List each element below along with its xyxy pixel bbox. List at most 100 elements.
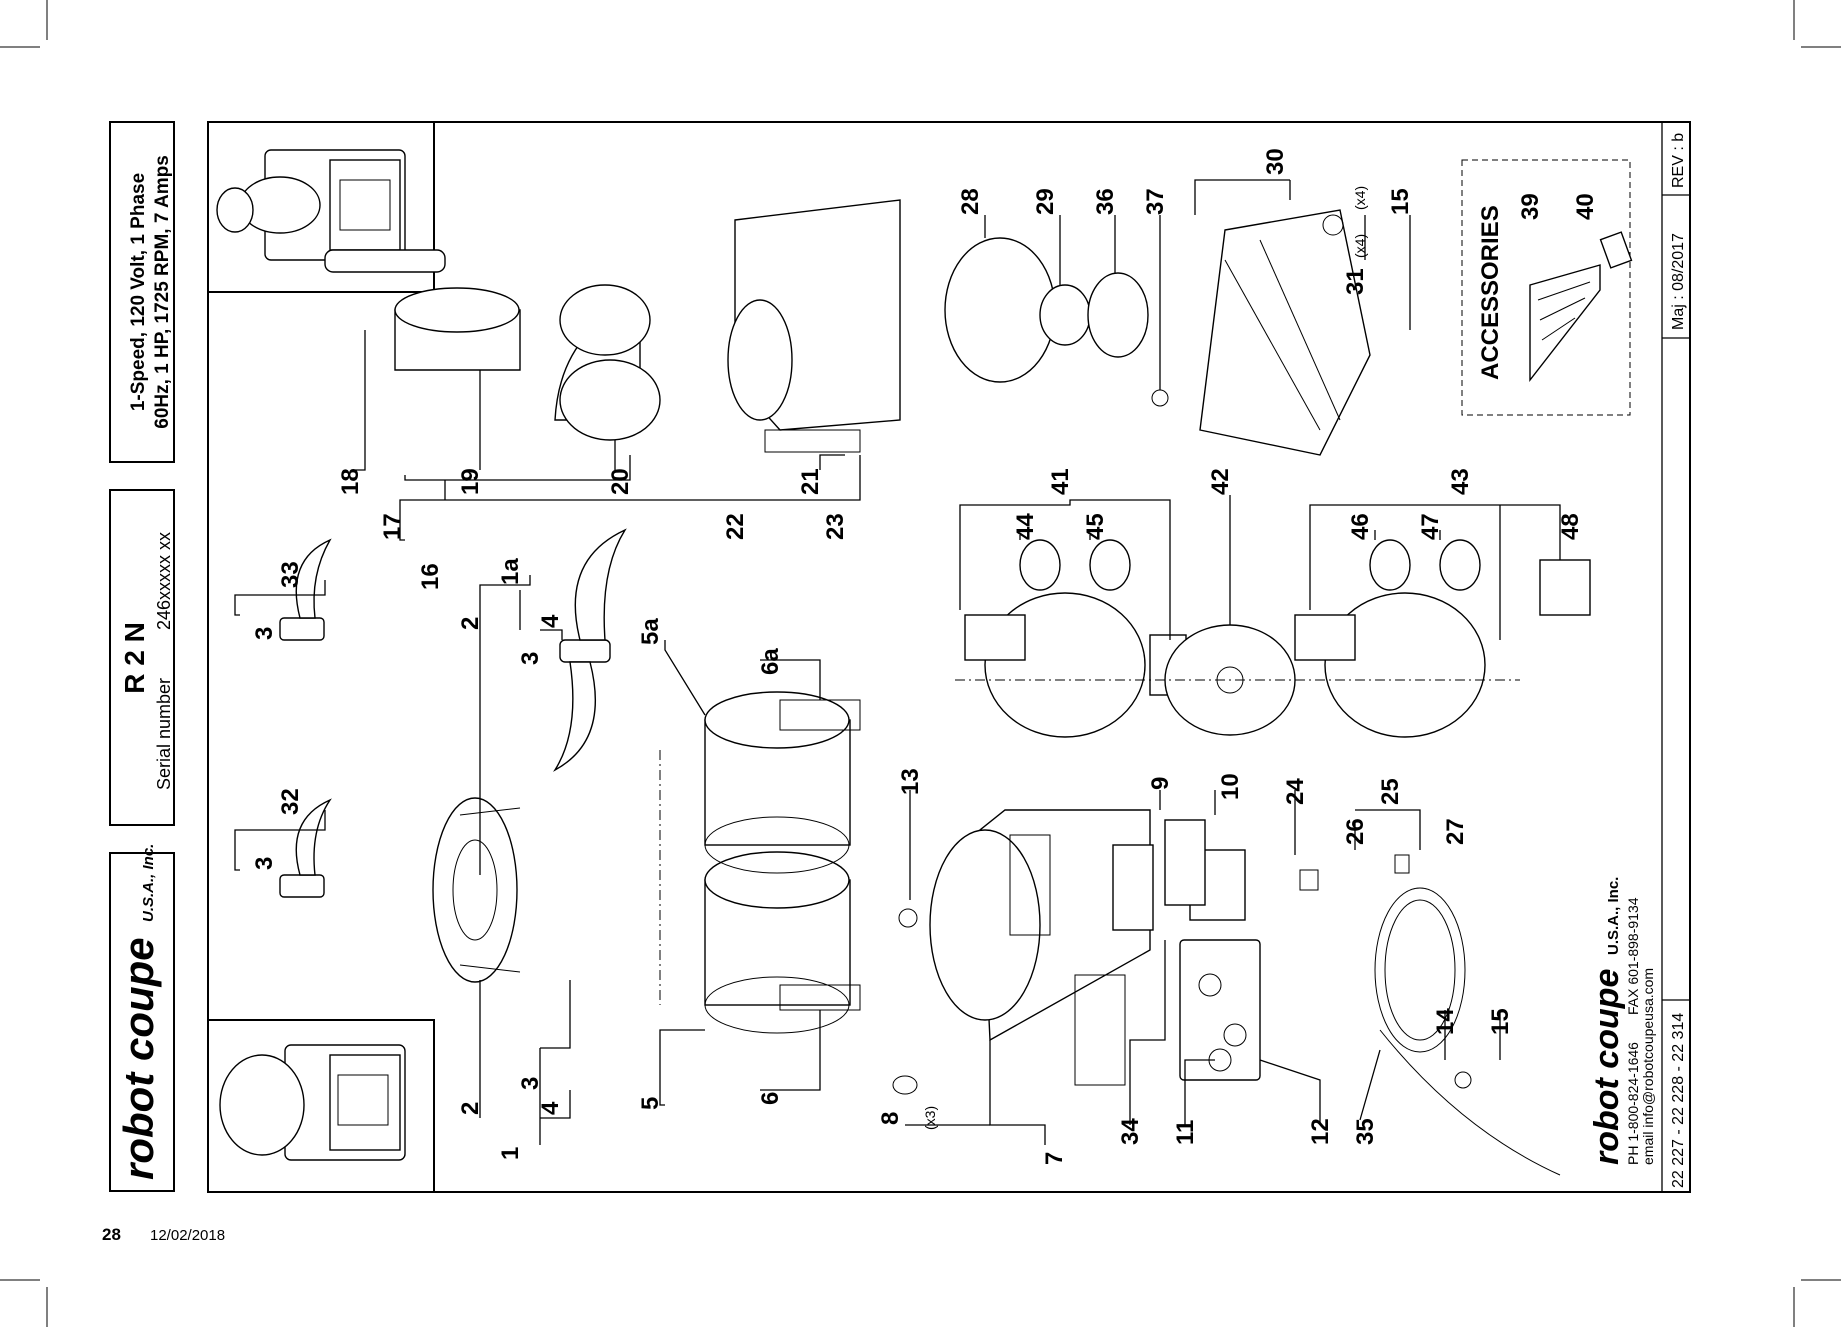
callout-29: 29 bbox=[1032, 188, 1059, 215]
callout-11: 11 bbox=[1172, 1120, 1199, 1145]
brand-suffix: U.S.A., Inc. bbox=[140, 844, 157, 922]
model-name: R 2 N bbox=[119, 622, 150, 694]
callout-10: 10 bbox=[1217, 773, 1244, 800]
washer-36 bbox=[1087, 272, 1149, 358]
model-box bbox=[109, 489, 175, 826]
footer-brand-suffix: U.S.A., Inc. bbox=[1605, 877, 1622, 955]
blade-assembly bbox=[552, 528, 627, 772]
callout-12: 12 bbox=[1307, 1118, 1334, 1145]
accessories-title: ACCESSORIES bbox=[1477, 205, 1504, 380]
spec-line-1: 1-Speed, 120 Volt, 1 Phase bbox=[128, 173, 149, 411]
callout-31: 31 bbox=[1342, 268, 1369, 295]
callout-22: 22 bbox=[722, 513, 749, 540]
callout-3-lower: 3 bbox=[517, 1077, 544, 1090]
callout-27: 27 bbox=[1442, 818, 1469, 845]
base-30 bbox=[1199, 209, 1371, 456]
callout-15-lower: 15 bbox=[1487, 1008, 1514, 1035]
bowl-5 bbox=[704, 851, 861, 1034]
spec-box bbox=[109, 121, 175, 463]
callout-18: 18 bbox=[337, 468, 364, 495]
feed-head bbox=[554, 284, 661, 441]
callout-32: 32 bbox=[277, 788, 304, 815]
callout-24: 24 bbox=[1282, 778, 1309, 805]
callout-2-upper: 2 bbox=[457, 617, 484, 630]
brand-box bbox=[109, 852, 175, 1192]
footer-fax: FAX 601-898-9134 bbox=[1625, 897, 1641, 1015]
callout-5: 5 bbox=[637, 1097, 664, 1110]
callout-3-blade33: 3 bbox=[251, 627, 278, 640]
callout-47: 47 bbox=[1417, 513, 1444, 540]
callout-26: 26 bbox=[1342, 818, 1369, 845]
callout-28: 28 bbox=[957, 188, 984, 215]
footer-brand: robot coupe bbox=[1588, 969, 1626, 1165]
callout-4-upper: 4 bbox=[537, 614, 564, 628]
callout-6a: 6a bbox=[757, 648, 784, 675]
control-panel bbox=[1179, 849, 1261, 1081]
print-date: 12/02/2018 bbox=[150, 1227, 225, 1244]
pushers bbox=[324, 249, 521, 371]
page-number: 28 bbox=[102, 1225, 121, 1244]
callout-5a: 5a bbox=[637, 618, 664, 645]
motor-base bbox=[929, 809, 1151, 1086]
callout-13: 13 bbox=[897, 768, 924, 795]
qty-x3: (x3) bbox=[922, 1106, 938, 1130]
callout-37: 37 bbox=[1142, 188, 1169, 215]
lid-assembly bbox=[432, 797, 521, 983]
accessory-rack bbox=[1529, 264, 1601, 383]
callout-35: 35 bbox=[1352, 1118, 1379, 1145]
callout-3-blade32: 3 bbox=[251, 857, 278, 870]
callout-34: 34 bbox=[1117, 1118, 1144, 1145]
callout-8: 8 bbox=[877, 1112, 904, 1125]
callout-7: 7 bbox=[1041, 1152, 1068, 1165]
callout-45: 45 bbox=[1082, 513, 1109, 540]
callout-14: 14 bbox=[1432, 1008, 1459, 1035]
spec-line-2: 60Hz, 1 HP, 1725 RPM, 7 Amps bbox=[152, 155, 173, 429]
seal-28 bbox=[944, 237, 1056, 383]
leader-lines bbox=[234, 179, 1561, 1145]
callout-20: 20 bbox=[607, 468, 634, 495]
qty-x4-top: (x4) bbox=[1352, 186, 1368, 210]
blade-33 bbox=[279, 538, 332, 641]
bowl-5a bbox=[704, 691, 861, 874]
callout-21: 21 bbox=[797, 468, 824, 495]
callout-19: 19 bbox=[457, 468, 484, 495]
callout-43: 43 bbox=[1447, 468, 1474, 495]
cooling-grids bbox=[1112, 819, 1206, 931]
brand-logo: robot coupe bbox=[115, 937, 162, 1180]
main-frame bbox=[207, 121, 1691, 1193]
callout-44: 44 bbox=[1012, 513, 1039, 540]
callout-9: 9 bbox=[1147, 777, 1174, 790]
callout-1a: 1a bbox=[497, 558, 524, 585]
accessory-block bbox=[1599, 231, 1633, 269]
thumbnail-box-bottom bbox=[207, 1019, 435, 1193]
callout-40: 40 bbox=[1572, 193, 1599, 220]
callout-labels: 1 1a 2 2 3 3 3 3 4 4 5 5a 6 6a 7 8 (x3) … bbox=[251, 148, 1599, 1165]
callout-46: 46 bbox=[1347, 513, 1374, 540]
discs-43 bbox=[1294, 539, 1591, 738]
callout-15-upper: 15 bbox=[1387, 188, 1414, 215]
callout-42: 42 bbox=[1207, 468, 1234, 495]
callout-30: 30 bbox=[1262, 148, 1289, 175]
accessories-box bbox=[1461, 159, 1631, 416]
callout-4-lower: 4 bbox=[537, 1101, 564, 1115]
serial-value: 246xxxxx xx bbox=[154, 532, 174, 630]
callout-41: 41 bbox=[1047, 468, 1074, 495]
blade-32 bbox=[279, 798, 332, 898]
machine-thumbnail-bottom bbox=[219, 1044, 406, 1161]
callout-39: 39 bbox=[1517, 193, 1544, 220]
machine-thumbnail-top bbox=[216, 149, 406, 261]
ejector-cover bbox=[727, 199, 901, 453]
callout-16: 16 bbox=[417, 563, 444, 590]
revision-rev: REV : b bbox=[1670, 133, 1687, 188]
revision-date: Maj : 08/2017 bbox=[1670, 233, 1687, 330]
callout-3-upper: 3 bbox=[517, 652, 544, 665]
callout-48: 48 bbox=[1557, 513, 1584, 540]
power-cord bbox=[1374, 887, 1561, 1176]
callout-2-lower: 2 bbox=[457, 1102, 484, 1115]
callout-1: 1 bbox=[497, 1147, 524, 1160]
serial-label: Serial number bbox=[154, 678, 174, 790]
callout-23: 23 bbox=[822, 513, 849, 540]
callout-6: 6 bbox=[757, 1092, 784, 1105]
